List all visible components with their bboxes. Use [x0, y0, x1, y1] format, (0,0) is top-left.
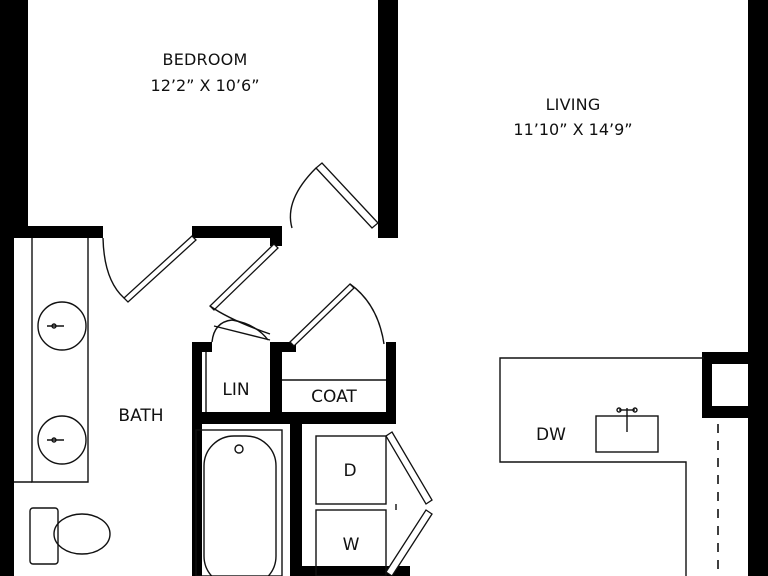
wall-closet-top-right — [282, 342, 296, 352]
wall-laundry-bottom — [290, 566, 410, 576]
washer-label: W — [343, 535, 360, 555]
bedroom-label: BEDROOM — [163, 50, 248, 69]
wall-bedroom-right — [378, 0, 398, 238]
closet-shelves — [205, 352, 386, 412]
wall-bedroom-bottom-left — [28, 226, 103, 238]
linen-label: LIN — [222, 380, 249, 400]
linen-door-swing — [211, 319, 269, 343]
room-labels: BEDROOM 12’2” X 10’6” LIVING 11’10” X 14… — [118, 50, 632, 555]
sink-lower-icon — [37, 415, 87, 465]
coat-door — [289, 283, 355, 347]
living-label: LIVING — [546, 95, 601, 114]
toilet-icon — [29, 507, 111, 565]
wall-pillar-top — [702, 352, 748, 364]
wall-laundry-left — [290, 424, 302, 576]
wall-bedroom-bottom-mid — [192, 226, 280, 238]
vanity-counter — [31, 238, 89, 483]
kitchen-counter — [499, 357, 704, 576]
hall-door — [209, 243, 279, 311]
bedroom-dimensions: 12’2” X 10’6” — [151, 76, 260, 95]
kitchen-sink-icon — [595, 407, 659, 453]
wall-right-exterior — [748, 0, 768, 576]
bathtub-icon — [195, 429, 283, 576]
hall-door-swing — [209, 305, 271, 335]
wall-closet-divider — [270, 342, 282, 424]
bath-door-swing — [102, 237, 125, 299]
bedroom-door-swing — [289, 167, 317, 229]
laundry — [315, 431, 433, 576]
wall-closet-bottom — [192, 412, 396, 424]
bath-door — [123, 235, 197, 303]
coat-label: COAT — [311, 387, 357, 407]
wall-closet-left — [192, 342, 202, 576]
wall-pillar-left — [702, 352, 712, 418]
bath-fixtures — [14, 238, 283, 576]
wall-left-upper — [0, 0, 28, 238]
wall-pillar-bottom — [702, 406, 748, 418]
wall-left-lower — [0, 230, 14, 576]
wall-hall-post — [270, 226, 282, 246]
living-dimensions: 11’10” X 14’9” — [513, 120, 632, 139]
sink-upper-icon — [37, 301, 87, 351]
dryer-icon — [315, 435, 387, 505]
laundry-door-upper — [385, 431, 433, 505]
dishwasher-label: DW — [536, 425, 566, 445]
wall-coat-right — [386, 342, 396, 424]
bedroom-door — [315, 162, 379, 229]
bath-label: BATH — [118, 406, 163, 426]
washer-icon — [315, 509, 387, 576]
coat-door-swing — [349, 283, 385, 345]
kitchen — [499, 357, 719, 576]
laundry-door-lower — [385, 509, 433, 576]
doors — [102, 162, 385, 347]
dryer-label: D — [343, 461, 356, 481]
